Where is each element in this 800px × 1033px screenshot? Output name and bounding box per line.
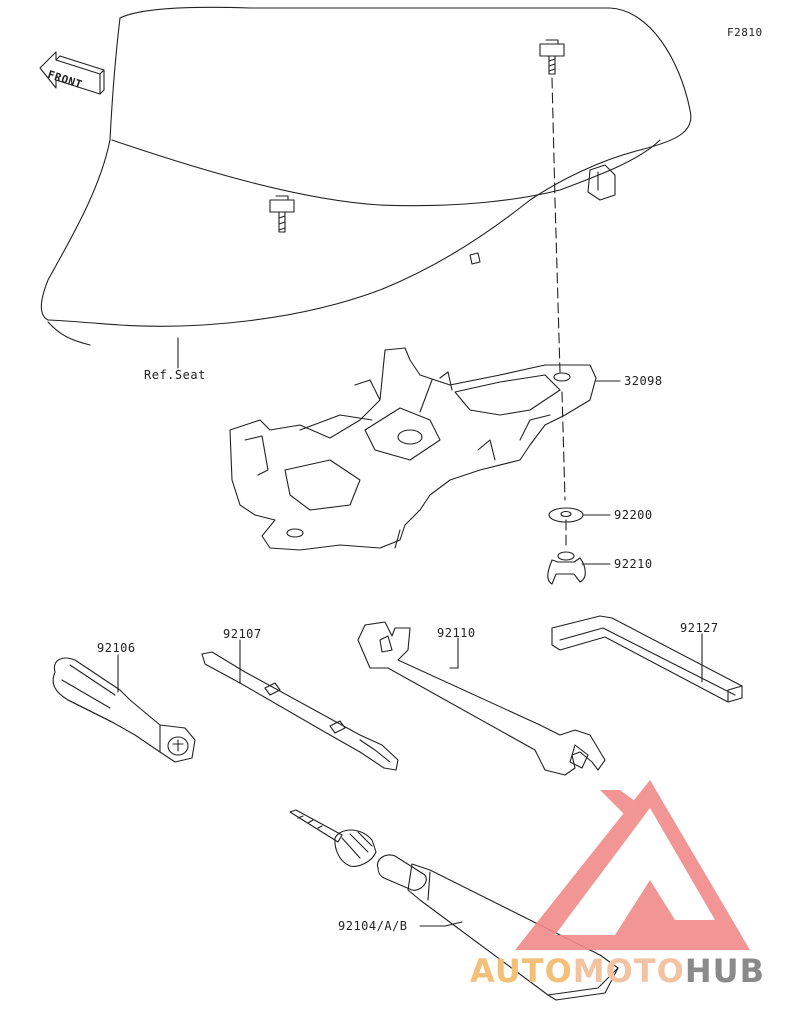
socket-tool-icon <box>52 657 196 763</box>
callout-92104: 92104/A/B <box>338 919 408 933</box>
watermark-logo-icon <box>515 780 750 950</box>
watermark-hub: HUB <box>684 952 766 990</box>
callout-32098: 32098 <box>624 374 663 388</box>
front-arrow-icon <box>39 51 105 95</box>
wing-nut-icon <box>547 551 586 585</box>
hex-key-icon <box>551 615 743 703</box>
grease-tube-icon <box>289 809 619 1001</box>
leader-lines <box>117 337 703 927</box>
callout-92210: 92210 <box>614 557 653 571</box>
washer-icon <box>548 507 584 523</box>
assembly-line <box>551 77 567 551</box>
screwdriver-icon <box>201 651 399 771</box>
bracket-bolt-icon <box>539 39 565 75</box>
watermark-text: AUTOMOTOHUB <box>470 952 765 990</box>
seat-bolt-icon <box>269 195 295 233</box>
watermark-auto: AUTO <box>470 952 573 990</box>
callout-92107: 92107 <box>223 627 262 641</box>
callout-ref-seat: Ref.Seat <box>144 368 206 382</box>
callout-92106: 92106 <box>97 641 136 655</box>
tool-bracket <box>229 347 597 551</box>
seat-outline <box>40 6 692 346</box>
wrench-icon <box>357 621 606 776</box>
callout-92200: 92200 <box>614 508 653 522</box>
figure-id: F2810 <box>727 26 763 39</box>
watermark-moto: MOTO <box>572 952 685 990</box>
callout-92127: 92127 <box>680 621 719 635</box>
callout-92110: 92110 <box>437 626 476 640</box>
